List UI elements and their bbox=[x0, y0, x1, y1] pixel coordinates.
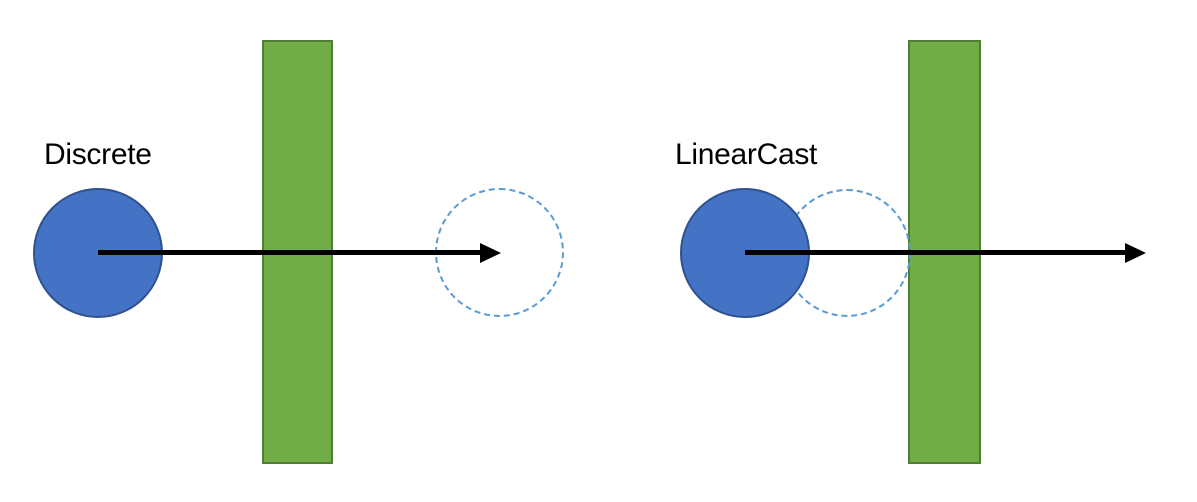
discrete-velocity-arrow-line bbox=[98, 250, 481, 255]
discrete-velocity-arrowhead-icon bbox=[480, 243, 501, 263]
linearcast-velocity-arrow-line bbox=[745, 250, 1126, 255]
linearcast-panel-label: LinearCast bbox=[675, 138, 818, 171]
linearcast-velocity-arrowhead-icon bbox=[1125, 243, 1146, 263]
discrete-panel-label: Discrete bbox=[44, 138, 152, 171]
